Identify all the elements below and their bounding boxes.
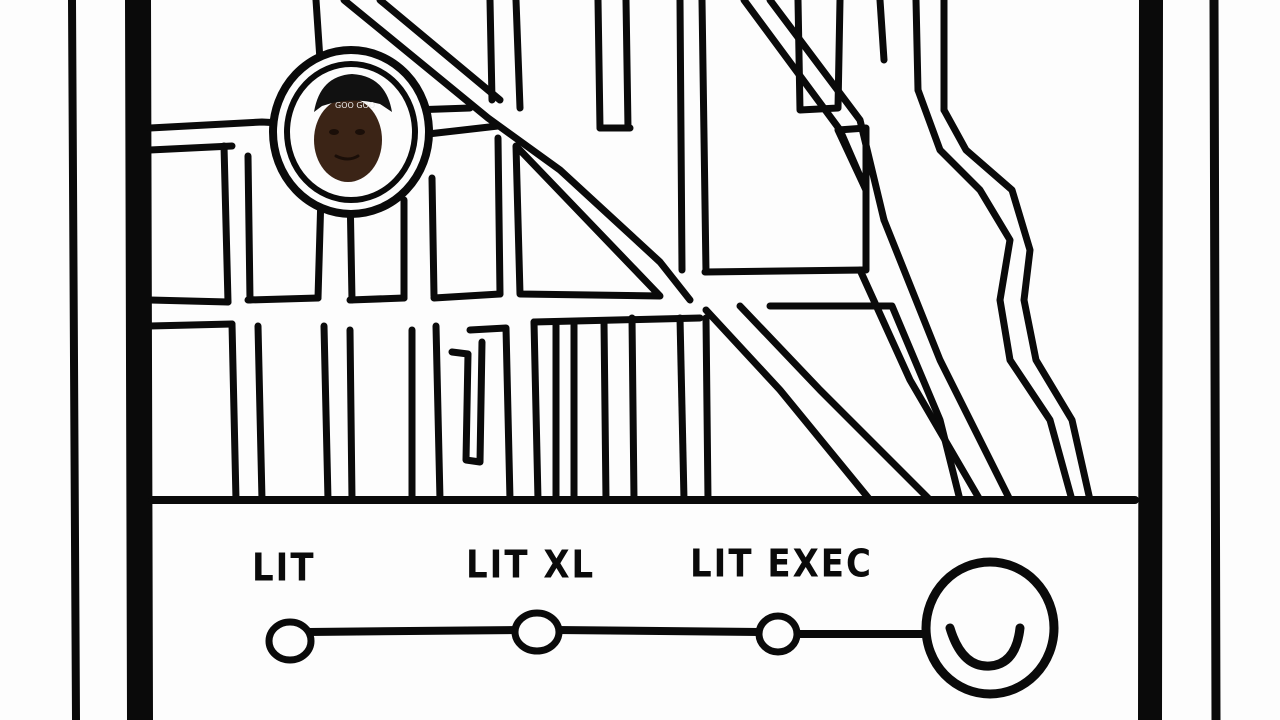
svg-text:GOO GOO: GOO GOO [335, 101, 375, 110]
avatar: GOO GOO [314, 74, 392, 182]
slider-handle-selected[interactable] [921, 557, 1059, 699]
user-location-pin[interactable]: GOO GOO [269, 46, 433, 218]
ride-slider-track[interactable] [304, 626, 932, 638]
phone-frame [68, 0, 1221, 720]
slider-stop-lit-exec[interactable] [755, 612, 801, 656]
slider-stop-lit-xl[interactable] [511, 609, 563, 655]
ride-option-lit-xl-label[interactable]: LIT XL [466, 542, 596, 588]
smile-confirm-icon [945, 623, 1025, 671]
ride-option-lit-exec-label[interactable]: LIT EXEC [690, 541, 873, 587]
ride-option-lit-label[interactable]: LIT [252, 545, 316, 591]
slider-stop-lit[interactable] [265, 618, 315, 664]
city-map [146, 0, 1094, 504]
